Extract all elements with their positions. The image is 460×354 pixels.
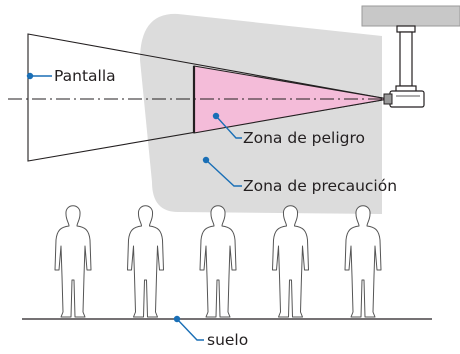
floor-label: suelo	[207, 331, 248, 349]
person-figure	[272, 205, 309, 318]
person-figure	[199, 205, 237, 318]
ceiling-mount	[395, 25, 417, 93]
person-figure	[54, 205, 92, 318]
person-figure	[127, 205, 164, 318]
ceiling	[361, 5, 460, 27]
people-group	[54, 205, 382, 318]
person-figure	[344, 205, 382, 318]
floor-callout-line	[176, 318, 204, 341]
screen-label: Pantalla	[54, 67, 116, 85]
caution-zone-label: Zona de precaución	[243, 177, 397, 195]
danger-zone-callout-line	[215, 115, 242, 139]
projector	[383, 90, 425, 108]
danger-zone-label: Zona de peligro	[243, 129, 365, 147]
caution-zone-callout-line	[205, 159, 242, 187]
